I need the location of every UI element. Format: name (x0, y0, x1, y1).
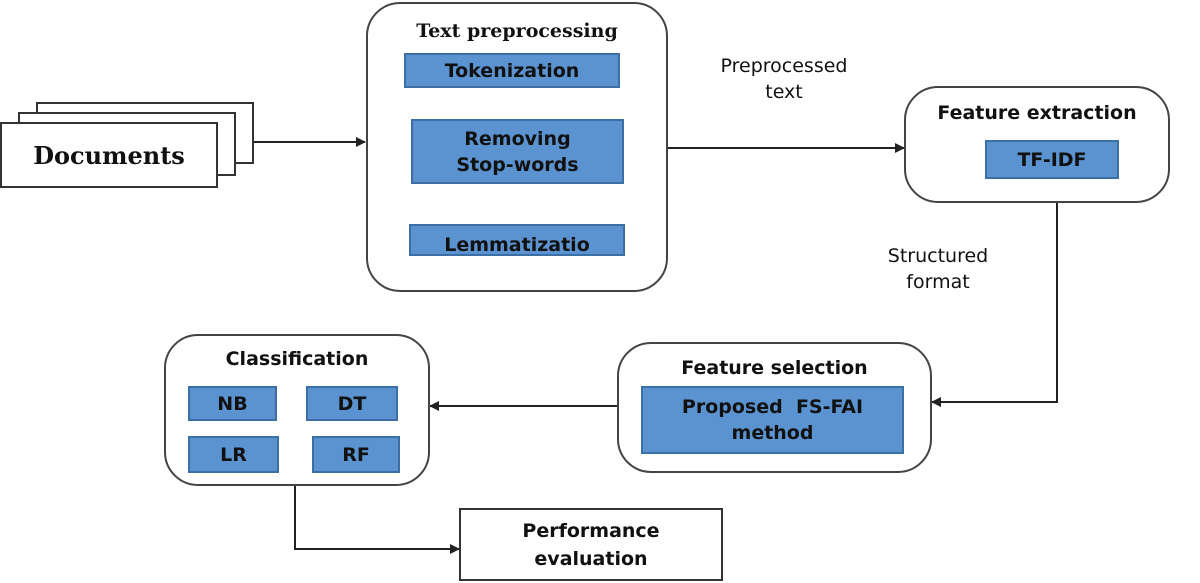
classification-title: Classification (225, 348, 369, 370)
arrow-extraction-to-selection (931, 203, 1058, 407)
preprocessed-text-label: Preprocessed text (720, 55, 848, 103)
performance-evaluation-box: Performance evaluation (459, 508, 723, 581)
classifier-lr: LR (188, 436, 279, 473)
method-tf-idf: TF-IDF (985, 140, 1119, 179)
method-fs-fai: Proposed FS-FAI method (641, 386, 904, 454)
step-tokenization: Tokenization (404, 53, 620, 88)
structured-format-label: Structured format (887, 245, 989, 293)
feature-selection-title: Feature selection (681, 357, 868, 379)
classifier-rf: RF (312, 436, 400, 473)
step-removing-stop-words: Removing Stop-words (411, 119, 624, 184)
classifier-dt: DT (306, 386, 398, 421)
document-page-front: Documents (0, 122, 218, 188)
classifier-nb: NB (188, 386, 277, 421)
feature-extraction-title: Feature extraction (937, 102, 1137, 124)
text-preprocessing-title: Text preprocessing (416, 20, 618, 42)
documents-label: Documents (33, 140, 185, 170)
step-lemmatization: Lemmatizatio (409, 224, 625, 256)
arrow-classification-to-performance (294, 486, 460, 554)
